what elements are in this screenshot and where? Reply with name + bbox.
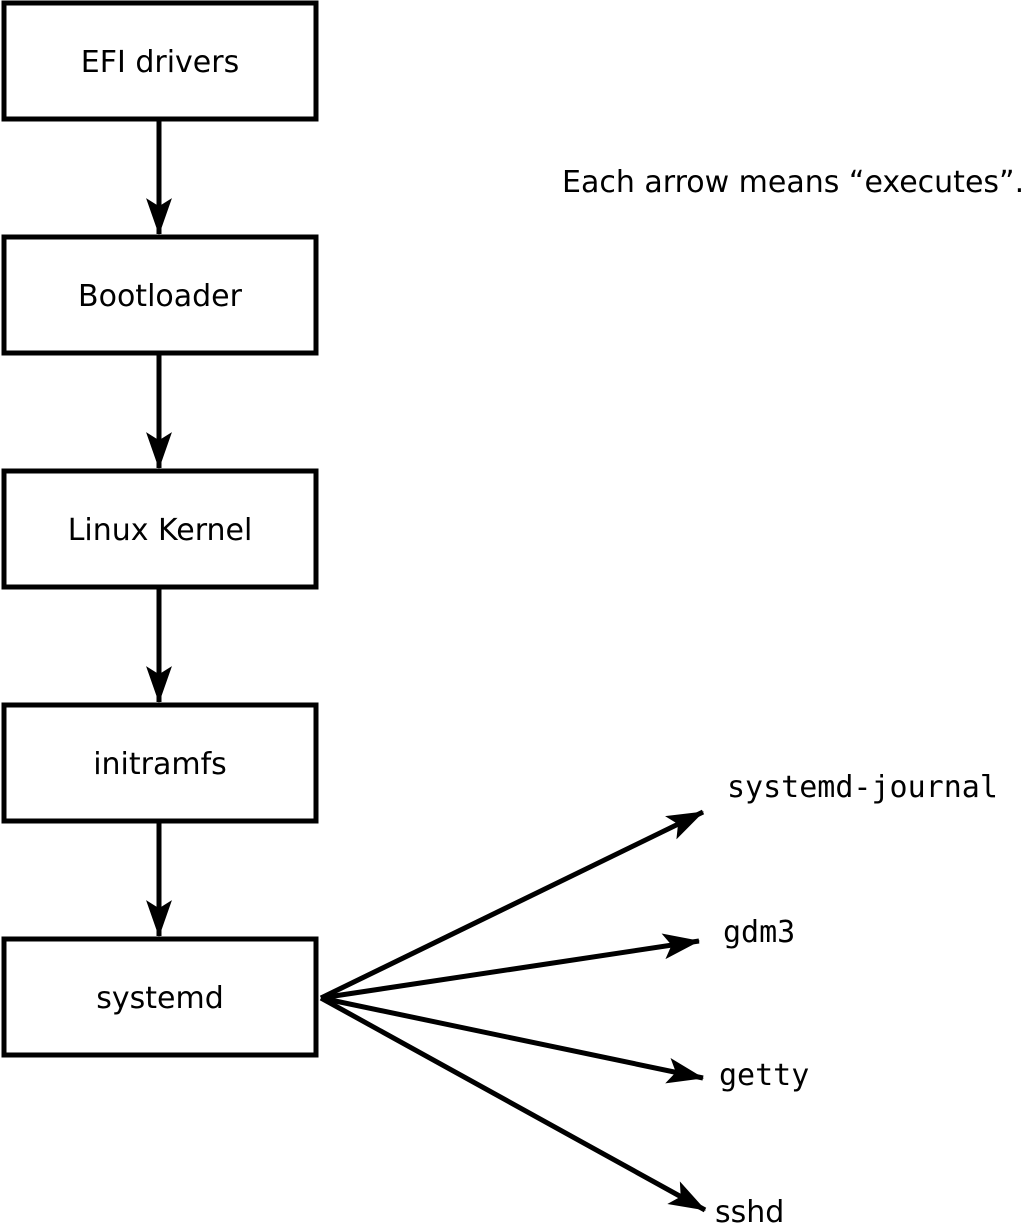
service-label-getty: getty [719, 1058, 809, 1093]
arrow-systemd-to-systemd-journal [319, 809, 705, 1001]
node-label-linux-kernel: Linux Kernel [68, 513, 253, 548]
node-initramfs: initramfs [1, 702, 319, 824]
node-box-efi-drivers [1, 0, 319, 122]
node-efi-drivers: EFI drivers [1, 0, 319, 122]
service-label-gdm3: gdm3 [723, 915, 795, 950]
node-label-systemd: systemd [96, 981, 224, 1016]
node-linux-kernel: Linux Kernel [1, 468, 319, 590]
node-box-systemd [1, 936, 319, 1058]
node-box-initramfs [1, 702, 319, 824]
node-bootloader: Bootloader [1, 234, 319, 356]
arrow-systemd-to-getty [320, 995, 705, 1084]
node-label-efi-drivers: EFI drivers [81, 45, 239, 80]
arrow-systemd-to-sshd [319, 995, 707, 1213]
service-label-sshd: sshd [715, 1195, 784, 1230]
node-label-initramfs: initramfs [93, 747, 227, 782]
service-label-systemd-journal: systemd-journal [727, 770, 998, 805]
node-label-bootloader: Bootloader [78, 279, 243, 314]
node-systemd: systemd [1, 936, 319, 1058]
node-box-bootloader [1, 234, 319, 356]
arrow-systemd-to-gdm3 [320, 933, 701, 1001]
arrow-legend-note: Each arrow means “executes”. [562, 165, 1023, 200]
